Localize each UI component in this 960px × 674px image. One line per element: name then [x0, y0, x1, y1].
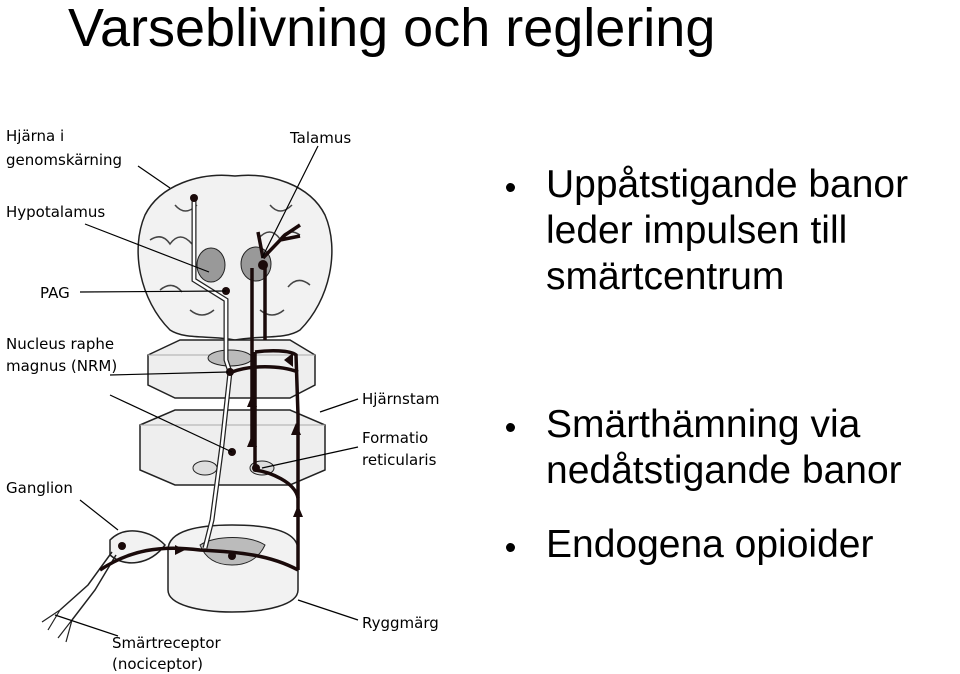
label-nrm-1: Nucleus raphe	[6, 335, 114, 353]
label-formatio-2: reticularis	[362, 451, 437, 469]
bullet-line: Uppåtstigande banor	[546, 163, 909, 206]
bullet-dot	[506, 183, 515, 192]
pain-pathway-diagram: Hjärna i genomskärning Hypotalamus PAG N…	[6, 127, 440, 673]
ganglion-nerve	[41, 530, 166, 643]
bullet-line: leder impulsen till	[546, 209, 848, 252]
label-nociceptor-1: Smärtreceptor	[112, 634, 221, 652]
bullet-line: Smärthämning via	[546, 403, 861, 446]
slide-title: Varseblivning och reglering	[68, 0, 716, 58]
brain-section	[137, 174, 333, 341]
leader-lines	[54, 145, 359, 637]
descending-pathway	[191, 198, 233, 549]
label-pag: PAG	[40, 284, 70, 302]
label-thalamus: Talamus	[289, 129, 351, 147]
bullet-line: nedåtstigande banor	[546, 449, 902, 492]
bullet-dot	[506, 543, 515, 552]
bullet-line: smärtcentrum	[546, 255, 785, 298]
hypothalamus-region	[196, 247, 226, 283]
label-brain-section-1: Hjärna i	[6, 127, 64, 145]
label-ganglion: Ganglion	[6, 479, 73, 497]
pain-pathway-figure: Hjärna i genomskärning Hypotalamus PAG N…	[0, 110, 470, 674]
label-brain-section-2: genomskärning	[6, 151, 122, 169]
bullet-dot	[506, 423, 515, 432]
label-brainstem: Hjärnstam	[362, 390, 440, 408]
pathway-markers	[118, 194, 303, 560]
spinal-cord-section	[167, 524, 299, 613]
ascending-pathway	[99, 223, 301, 572]
label-nociceptor-2: (nociceptor)	[112, 655, 203, 673]
label-nrm-2: magnus (NRM)	[6, 357, 117, 375]
label-spinal-cord: Ryggmärg	[362, 614, 439, 632]
label-formatio-1: Formatio	[362, 429, 428, 447]
label-hypothalamus: Hypotalamus	[6, 203, 105, 221]
bullet-line: Endogena opioider	[546, 523, 874, 566]
